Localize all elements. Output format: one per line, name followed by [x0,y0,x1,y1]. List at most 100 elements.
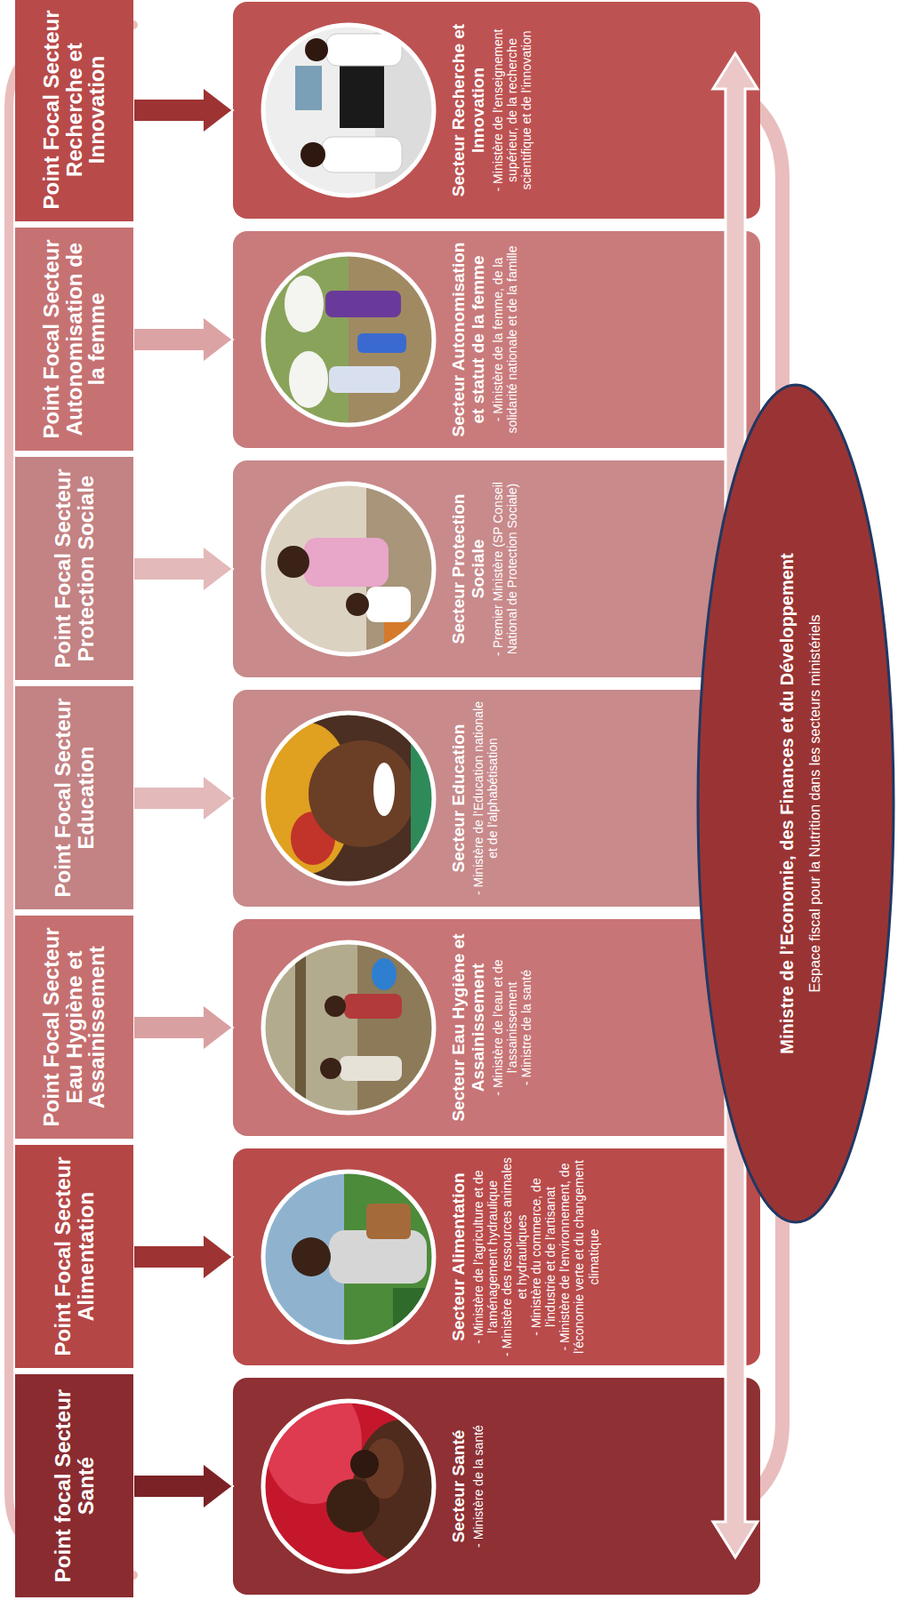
ministry-line: - Premier Ministère (SP Conseil National… [490,467,520,671]
focal-point-label: Point focal Secteur Santé [51,1379,98,1593]
photo-scene [259,1168,438,1347]
photo-part [348,250,438,429]
ministry-line: - Ministère de l’environnement, de l’éco… [557,1155,602,1359]
photo-frame [263,254,434,425]
text-holder: Secteur Eau Hygiène et Assainissement- M… [449,926,707,1130]
photo-part [277,545,310,578]
photo-part [373,762,395,817]
photo-part [259,21,438,200]
text-holder: Secteur Recherche et Innovation- Ministè… [449,8,707,212]
photo-part [259,480,438,658]
photo-part [345,593,369,617]
focal-point-label: Point Focal Secteur Eau Hygiène et Assai… [40,921,110,1134]
sector-panel: Secteur Santé- Ministère de la santé [232,1378,761,1596]
photo-scene [259,1397,438,1576]
focal-point-box: Point Focal Secteur Autonomisation de la… [15,227,134,451]
ellipse-outline [697,384,894,1223]
focal-point-box: Point Focal Secteur Protection Sociale [15,457,134,681]
ministry-line: - Ministère de la femme, de la solidarit… [490,238,520,441]
photo-part [324,995,346,1018]
focal-point-box: Point Focal Secteur Eau Hygiène et Assai… [15,915,134,1139]
photo-part [371,958,397,991]
photo-part [325,290,401,318]
panel-ground [232,1378,761,1596]
sector-panel: Secteur Alimentation- Ministère de l’agr… [232,1148,761,1366]
text-holder: Secteur Protection Sociale- Premier Mini… [449,467,707,671]
ministry-line: - Ministère de l’Education nationale et … [471,697,500,900]
photo-part [295,956,306,1099]
photo-part [339,1056,402,1082]
block-arrow [133,1004,233,1051]
block-arrow [133,545,233,593]
photo-part [339,65,385,129]
panel-ground [232,1,761,219]
photo-frame [263,1171,434,1343]
sector-photo [259,1168,438,1347]
panel-ground [232,460,761,678]
photo-part [321,136,402,173]
photo-part [259,709,438,888]
ministry-line: - Ministère de l’eau et de l’assainissem… [490,926,520,1130]
ministry-line: - Ministère de l’agriculture et de l’amé… [471,1155,500,1359]
photo-frame [263,1401,434,1572]
bracket-top [8,24,134,1576]
sector-panel: Secteur Recherche et Innovation- Ministè… [232,1,761,219]
photo-part [259,1168,438,1347]
photo-part [344,994,402,1019]
panel-ground [232,231,761,449]
photo-part [304,38,329,62]
photo-part [366,1203,411,1240]
sector-panel: Secteur Eau Hygiène et Assainissement- M… [232,919,761,1137]
focal-point-label: Point Focal Secteur Education [51,691,98,905]
ministry-line: - Ministre de la santé [519,926,534,1130]
ministry-line: - Ministère de la santé [471,1385,486,1588]
photo-part [320,1058,342,1080]
sector-title: Secteur Recherche et Innovation [449,8,489,212]
sector-panel: Secteur Autonomisation et statut de la f… [232,231,761,449]
photo-part [326,33,402,66]
ministry-ellipse: Ministre de l’Economie, des Finances et … [695,382,897,1226]
text-holder: Ministre de l’Economie, des Finances et … [721,480,879,1128]
block-arrow [133,775,233,822]
text-holder: Point Focal Secteur Alimentation [18,1150,130,1364]
focal-point-label: Point Focal Secteur Recherche et Innovat… [40,3,110,217]
photo-part [259,250,438,429]
photo-scene [259,480,438,658]
sector-title: Secteur Autonomisation et statut de la f… [449,238,489,441]
text-holder: Secteur Autonomisation et statut de la f… [449,238,707,441]
sector-photo [259,480,438,658]
panel-ground [232,689,761,907]
text-holder: Point Focal Secteur Eau Hygiène et Assai… [18,921,130,1134]
ministry-line: - Ministère de l’enseignement supérieur,… [490,8,535,212]
text-holder: Secteur Education- Ministère de l’Educat… [449,697,707,900]
ministry-line: - Ministère du commerce, de l’industrie … [529,1155,558,1359]
photo-part [357,938,438,1117]
sector-photo [259,1397,438,1576]
sector-title: Secteur Protection Sociale [449,467,489,671]
photo-scene [259,21,438,200]
sector-photo [259,21,438,200]
block-arrow [133,1463,233,1510]
block-arrow [133,87,233,134]
ministry-title: Ministre de l’Economie, des Finances et … [776,480,798,1128]
photo-scene [259,709,438,888]
photo-scene [259,250,438,429]
focal-point-box: Point focal Secteur Santé [15,1374,134,1598]
sector-photo [259,938,438,1117]
focal-point-label: Point Focal Secteur Alimentation [51,1150,98,1364]
photo-part [284,275,324,333]
focal-point-box: Point Focal Secteur Alimentation [15,1145,134,1369]
photo-part [328,366,401,393]
photo-frame [263,713,434,884]
photo-scene [259,938,438,1117]
photo-frame [263,483,434,655]
photo-part [357,333,407,353]
text-holder: Secteur Alimentation- Ministère de l’agr… [449,1155,707,1359]
sector-title: Secteur Education [449,697,469,900]
photo-frame [263,24,434,196]
ministry-subtitle: Espace fiscal pour la Nutrition dans les… [806,480,824,1128]
text-holder: Secteur Santé- Ministère de la santé [449,1385,707,1588]
text-holder: Point Focal Secteur Education [18,691,130,905]
block-arrow [133,1234,233,1281]
